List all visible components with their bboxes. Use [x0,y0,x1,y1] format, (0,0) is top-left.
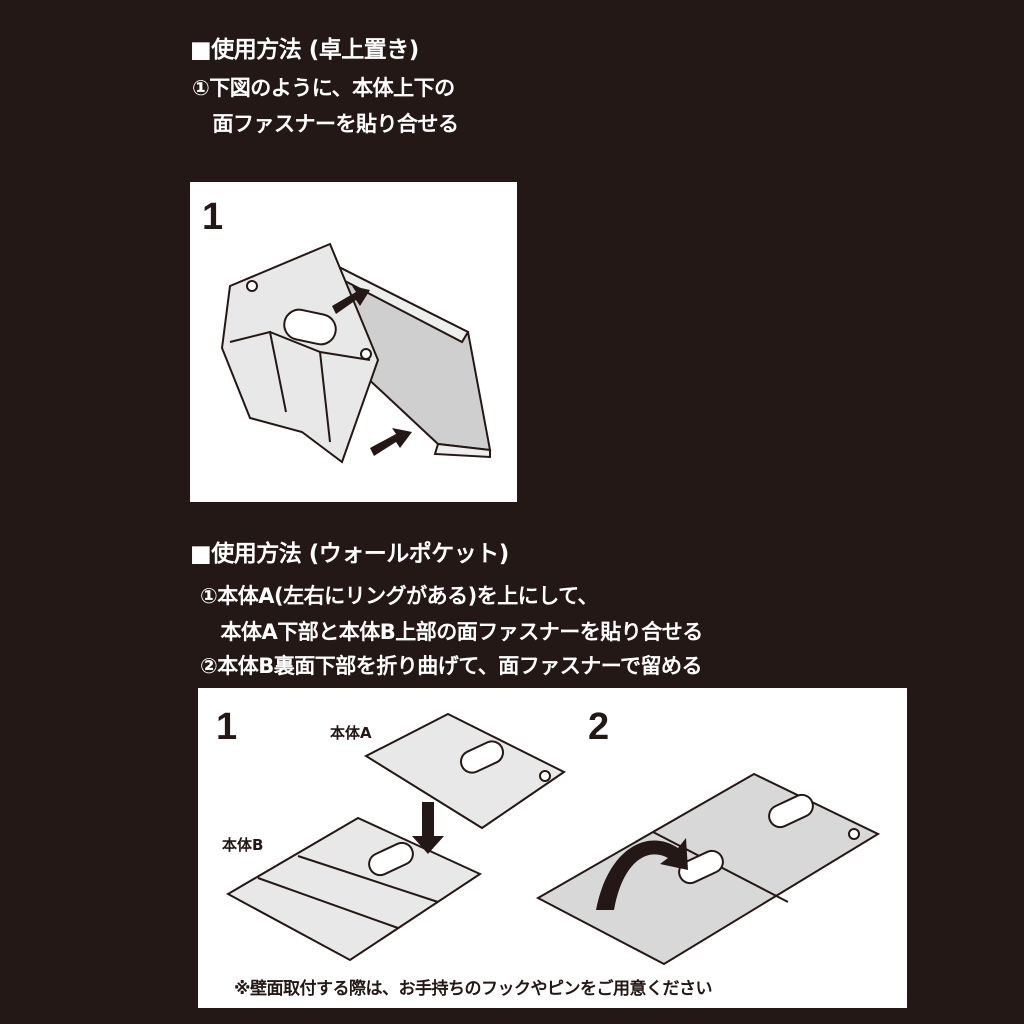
wall-pocket-diagram: 1 2 本体A 本体B ※壁面取付する際は、お手持ちのフックやピンをご用意くださ… [198,688,907,1008]
section2-step1-line2: 本体A下部と本体B上部の面ファスナーを貼り合せる [200,620,703,644]
figure-number: 1 [202,196,224,238]
desk-stand-diagram: 1 [190,182,517,502]
section2-heading: ■使用方法 (ウォールポケット) [190,541,509,567]
desk-stand-illustration [220,242,492,464]
wall-pocket-illustration [225,712,881,966]
label-body-b: 本体B [222,836,264,854]
figure2-number: 2 [588,706,610,748]
label-body-a: 本体A [330,724,372,742]
section2-step2: ②本体B裏面下部を折り曲げて、面ファスナーで留める [200,654,702,678]
wall-mount-note: ※壁面取付する際は、お手持ちのフックやピンをご用意ください [234,979,713,999]
figure1-number: 1 [216,706,238,748]
section1-step1-line1: ①下図のように、本体上下の [192,76,455,100]
section1-heading: ■使用方法 (卓上置き) [190,37,419,63]
section1-step1-line2: 面ファスナーを貼り合せる [192,112,459,136]
section2-step1-line1: ①本体A(左右にリングがある)を上にして、 [200,584,599,608]
